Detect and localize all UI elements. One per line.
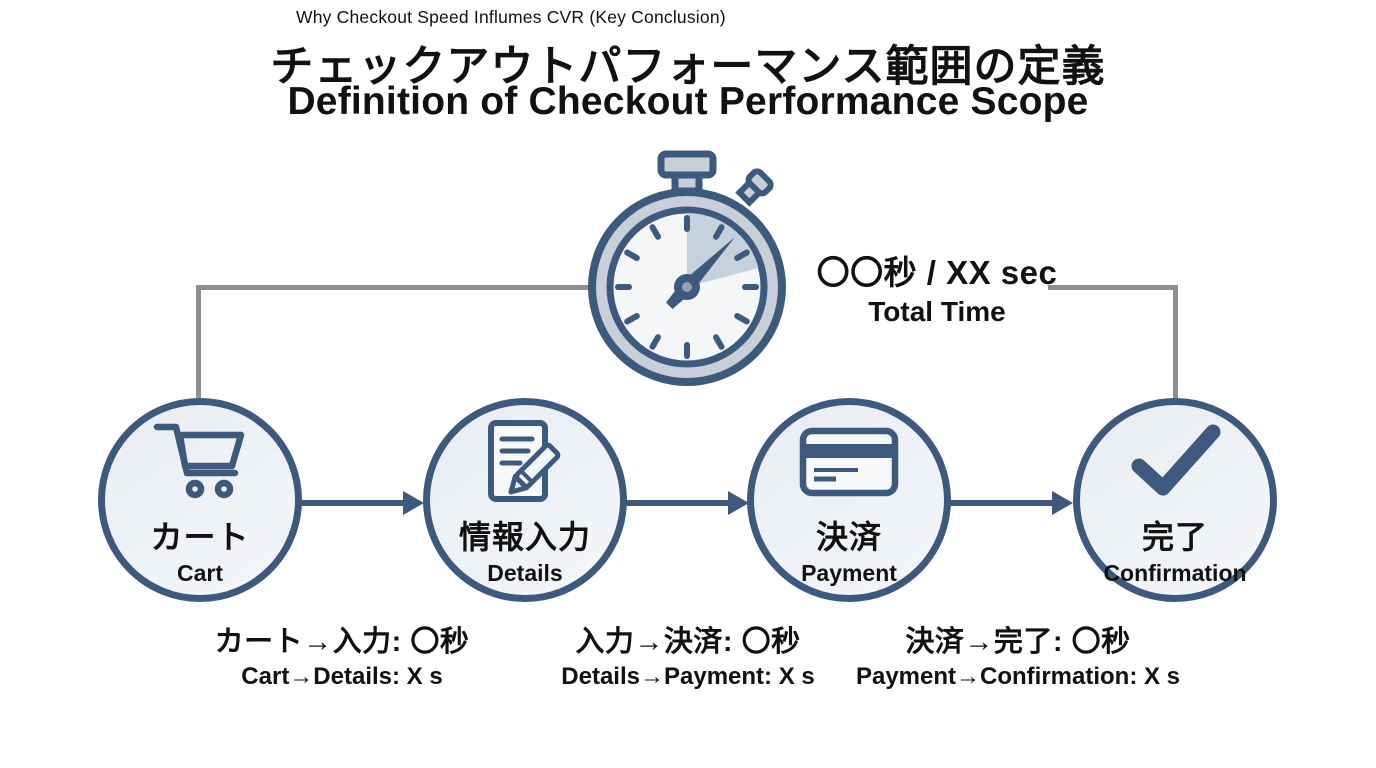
total-time-label: Total Time <box>868 296 1006 327</box>
duration-details-payment: 入力→決済: 〇秒 Details→Payment: X s <box>478 618 898 691</box>
arrow-payment-to-confirmation <box>950 491 1073 515</box>
cart-icon <box>150 414 250 510</box>
duration-label-en: Cart→Details: X s <box>241 663 443 690</box>
total-time-block: 〇〇秒 / XX sec Total Time <box>807 246 1067 328</box>
bracket-left-vertical <box>196 285 201 400</box>
step-payment: 決済 Payment <box>747 398 951 602</box>
arrow-cart-to-details <box>301 491 424 515</box>
checkmark-icon <box>1123 414 1227 510</box>
step-label-jp: カート <box>150 518 250 555</box>
duration-label-jp: カート→入力: 〇秒 <box>214 626 470 658</box>
kicker-title: Why Checkout Speed Influmes CVR (Key Con… <box>296 7 726 27</box>
step-details: 情報入力 Details <box>423 398 627 602</box>
bracket-right-horizontal <box>1048 285 1178 290</box>
duration-payment-confirmation: 決済→完了: 〇秒 Payment→Confirmation: X s <box>808 618 1228 691</box>
credit-card-icon <box>796 414 902 510</box>
step-label-en: Payment <box>801 559 897 586</box>
step-cart: カート Cart <box>98 398 302 602</box>
step-label-en: Confirmation <box>1103 559 1247 586</box>
stopwatch-icon <box>583 149 791 396</box>
bracket-right-vertical <box>1173 285 1178 400</box>
bracket-left-horizontal <box>196 285 594 290</box>
duration-label-en: Payment→Confirmation: X s <box>855 663 1181 690</box>
page-title-en: Definition of Checkout Performance Scope <box>287 80 1089 123</box>
duration-label-jp: 入力→決済: 〇秒 <box>575 626 801 658</box>
step-label-jp: 決済 <box>815 518 882 555</box>
step-label-en: Details <box>487 559 563 586</box>
document-pencil-icon <box>473 414 577 510</box>
arrow-details-to-payment <box>626 491 749 515</box>
step-label-en: Cart <box>176 559 223 586</box>
step-label-jp: 完了 <box>1141 518 1208 555</box>
page-title-jp: チェックアウトパフォーマンス範囲の定義 <box>270 43 1106 91</box>
step-label-jp: 情報入力 <box>458 518 591 555</box>
duration-cart-details: カート→入力: 〇秒 Cart→Details: X s <box>132 618 552 691</box>
step-confirmation: 完了 Confirmation <box>1073 398 1277 602</box>
duration-label-jp: 決済→完了: 〇秒 <box>905 626 1131 658</box>
duration-label-en: Details→Payment: X s <box>561 663 815 690</box>
total-time-value: 〇〇秒 / XX sec <box>816 254 1058 291</box>
